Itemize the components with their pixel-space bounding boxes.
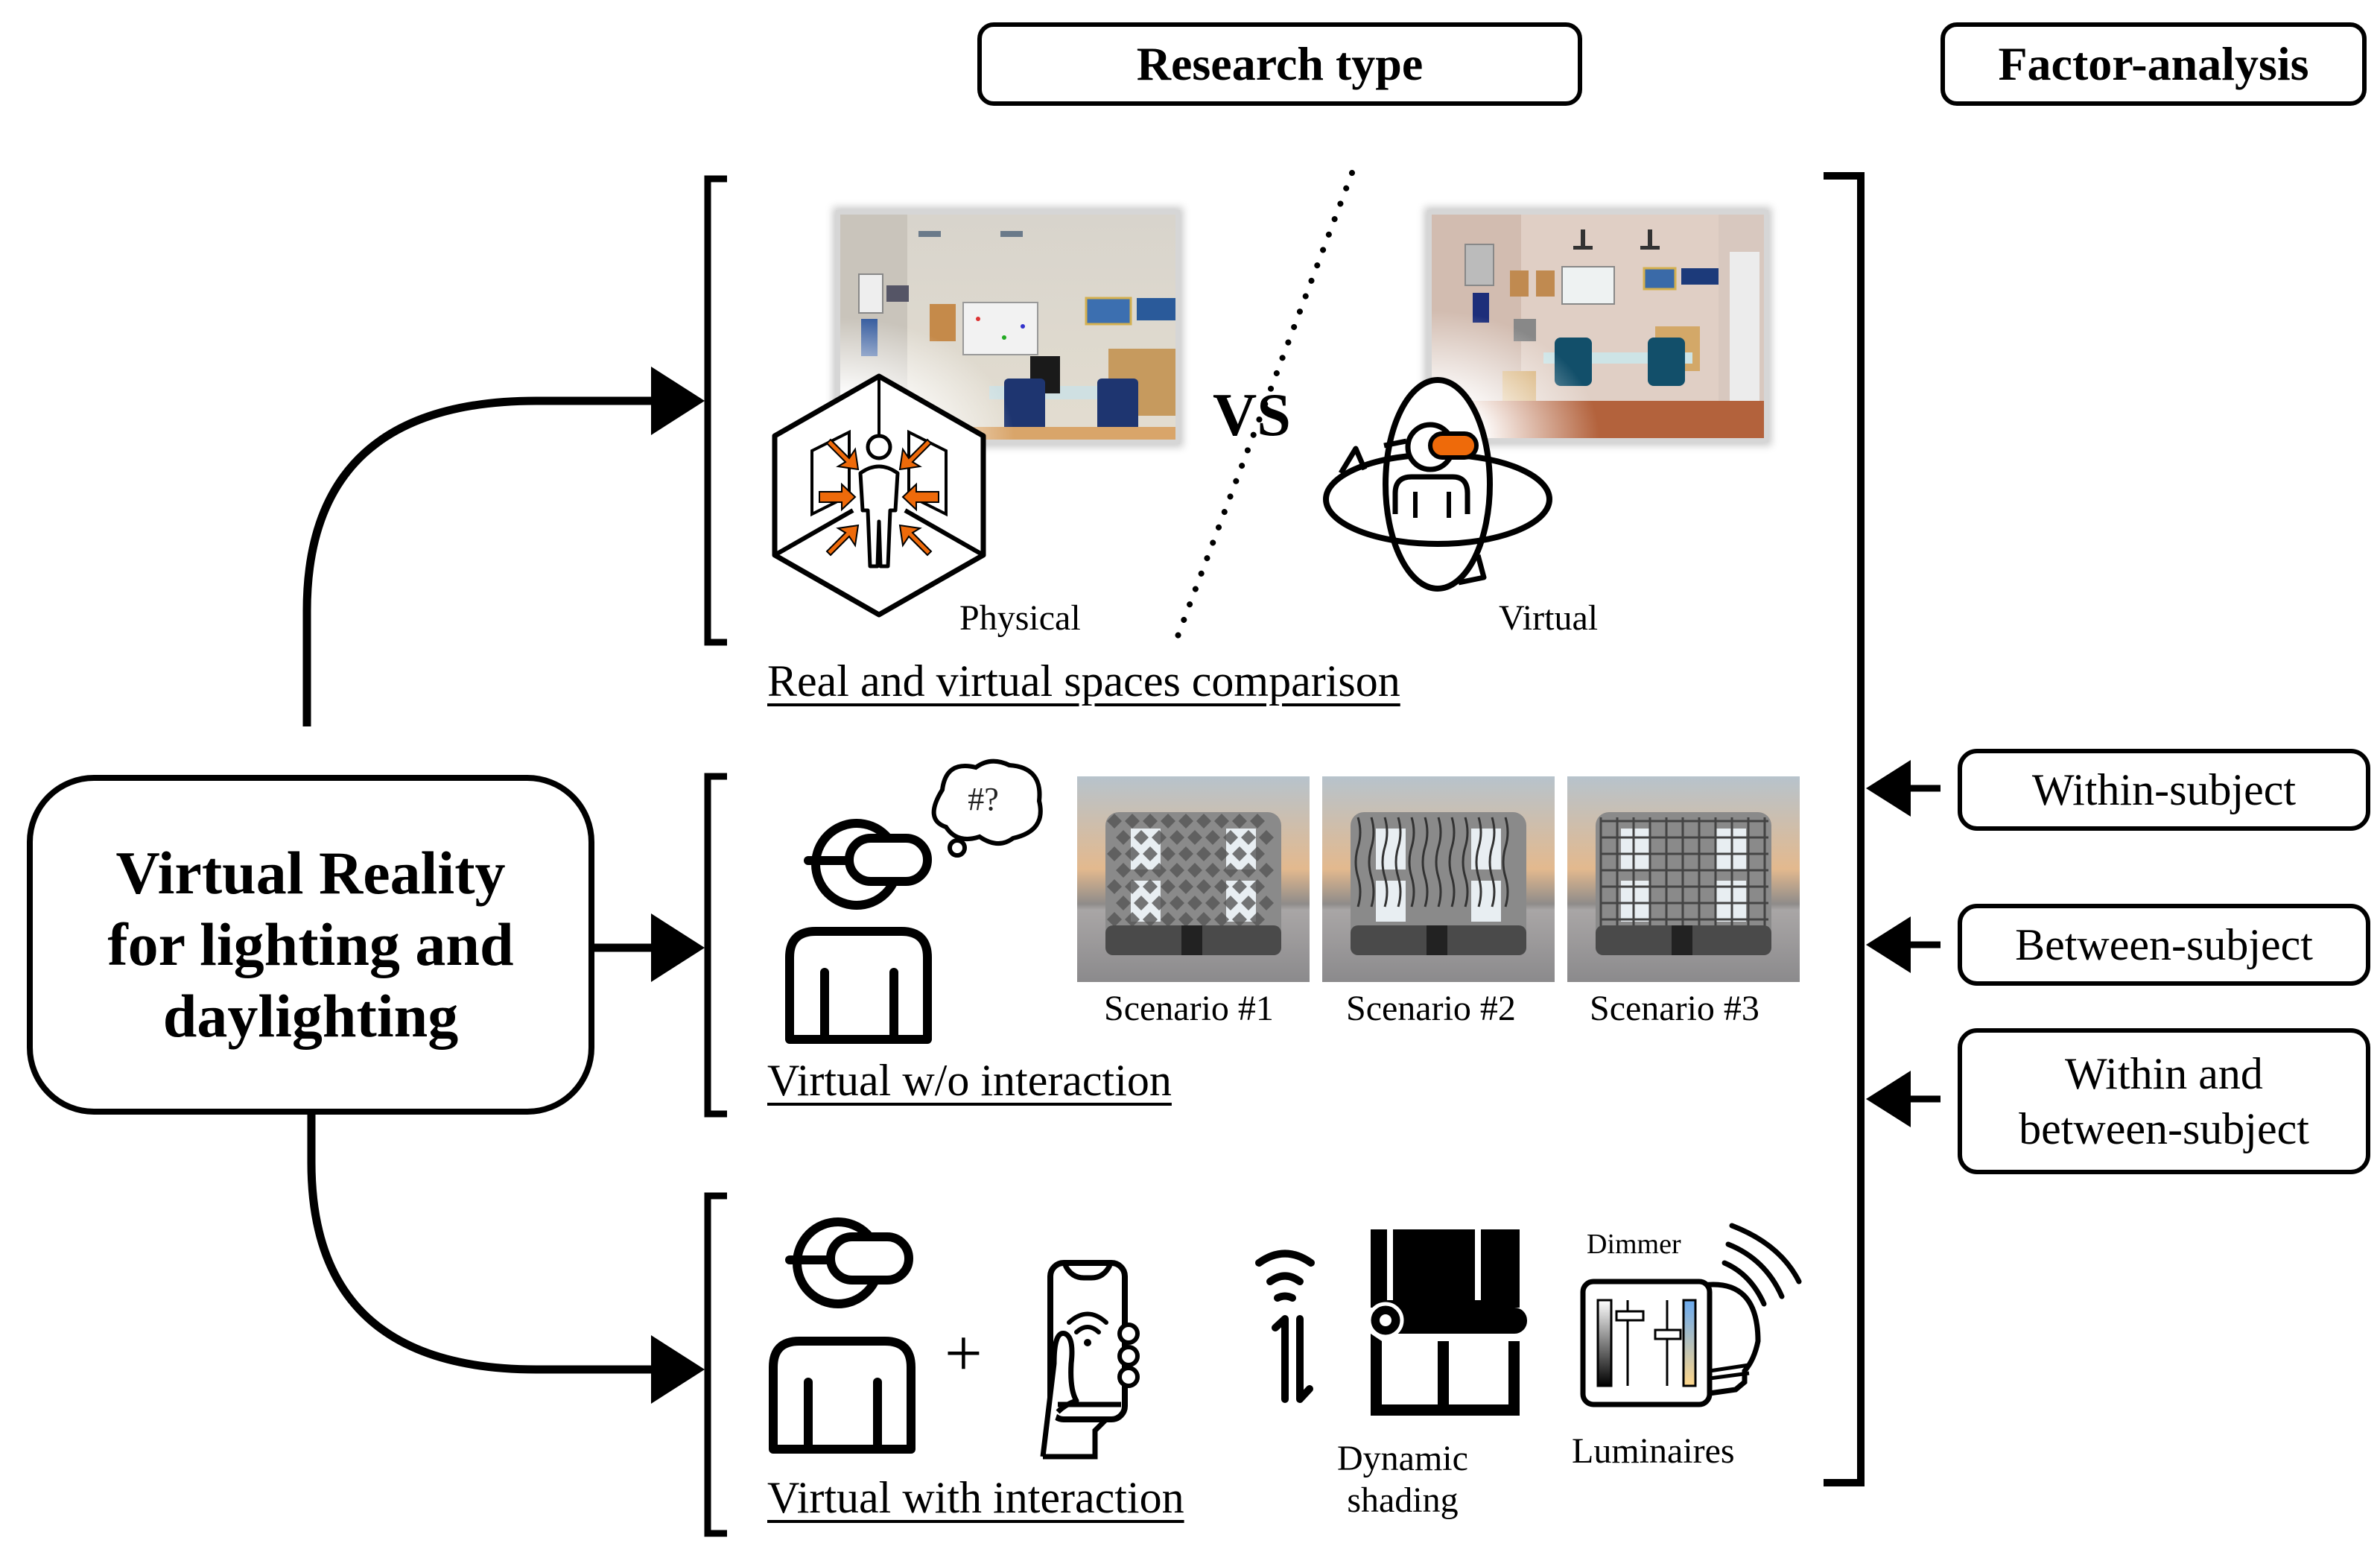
- arrow-head-no-interaction: [651, 913, 705, 982]
- dynamic-shading-label: Dynamic shading: [1337, 1438, 1468, 1521]
- main-topic-line-2: for lighting and: [107, 910, 514, 978]
- research-type-header: Research type: [977, 22, 1582, 106]
- dimmer-label: Dimmer: [1587, 1229, 1681, 1260]
- dynamic-shading-icon: [1255, 1229, 1527, 1416]
- bracket-factor-analysis: [1824, 172, 1865, 1486]
- connector-to-interaction: [307, 1114, 656, 1374]
- factor-between-subject-label: Between-subject: [2015, 920, 2313, 969]
- factor-between-subject: Between-subject: [1958, 904, 2370, 986]
- factor-within-and-between-line-2: between-subject: [2019, 1104, 2309, 1153]
- luminaires-label: Luminaires: [1572, 1431, 1735, 1471]
- wifi-icon: [1067, 1311, 1108, 1325]
- factor-arrow-head-2: [1866, 916, 1911, 973]
- virtual-office-render: [1427, 210, 1768, 443]
- arrow-head-comparison: [651, 367, 705, 435]
- scenario-2-label: Scenario #2: [1346, 989, 1516, 1028]
- dimmer-luminaire-icon: [1580, 1223, 1802, 1407]
- vr-user-thinking-icon: #?: [785, 758, 1043, 1044]
- physical-office-scene: [840, 215, 1175, 440]
- factor-within-subject: Within-subject: [1958, 749, 2370, 831]
- connector-to-comparison: [302, 396, 656, 726]
- bracket-no-interaction: [704, 773, 727, 1118]
- factor-arrow-head-3: [1866, 1071, 1911, 1127]
- factor-analysis-header-label: Factor-analysis: [1998, 37, 2309, 90]
- thought-bubble-icon: [931, 758, 1043, 846]
- scenario-1-image: [1077, 776, 1310, 982]
- main-topic-line-3: daylighting: [162, 982, 459, 1050]
- vs-label: VS: [1213, 381, 1291, 449]
- physical-space-icon: [772, 373, 986, 618]
- physical-office-photo: [836, 210, 1180, 444]
- dynamic-shading-label-line-1: Dynamic: [1337, 1439, 1468, 1478]
- wireless-signal-icon: [1255, 1249, 1315, 1267]
- factor-within-and-between-line-1: Within and: [2065, 1049, 2263, 1098]
- virtual-office-scene: [1432, 215, 1764, 438]
- factor-arrow-head-1: [1866, 760, 1911, 817]
- factor-within-subject-label: Within-subject: [2031, 765, 2297, 814]
- research-type-header-label: Research type: [1136, 37, 1424, 90]
- comparison-section-title: Real and virtual spaces comparison: [767, 656, 1400, 706]
- factor-analysis-header: Factor-analysis: [1941, 22, 2367, 106]
- no-interaction-section-title: Virtual w/o interaction: [767, 1056, 1172, 1105]
- scenario-1-label: Scenario #1: [1104, 989, 1274, 1028]
- arrow-head-interaction: [651, 1335, 705, 1404]
- scenario-3-image: [1567, 776, 1800, 982]
- virtual-label: Virtual: [1499, 598, 1599, 638]
- up-down-arrows-icon: [1272, 1315, 1289, 1403]
- bracket-interaction: [704, 1192, 727, 1537]
- thought-bubble-text: #?: [968, 781, 999, 817]
- vr-user-icon: [769, 1217, 915, 1454]
- dynamic-shading-label-line-2: shading: [1347, 1480, 1459, 1520]
- physical-label: Physical: [959, 598, 1081, 638]
- scenario-3-label: Scenario #3: [1590, 989, 1759, 1028]
- interaction-section-title: Virtual with interaction: [767, 1473, 1184, 1522]
- virtual-space-icon: [1323, 377, 1552, 592]
- bracket-comparison: [704, 175, 727, 646]
- main-topic-box: Virtual Reality for lighting and dayligh…: [27, 775, 594, 1115]
- factor-within-and-between-subject: Within and between-subject: [1958, 1028, 2370, 1174]
- rotate-arrow-icon: [1339, 446, 1368, 475]
- plus-sign: +: [945, 1317, 983, 1390]
- rotate-arrow-icon-2: [1458, 554, 1487, 586]
- dotted-divider: [1172, 170, 1355, 645]
- smartphone-in-hand-icon: [1040, 1260, 1140, 1460]
- inward-arrows-icon: [819, 438, 939, 557]
- main-topic-line-1: Virtual Reality: [115, 839, 506, 907]
- scenario-2-image: [1322, 776, 1555, 982]
- roller-blind-icon: [1371, 1229, 1520, 1308]
